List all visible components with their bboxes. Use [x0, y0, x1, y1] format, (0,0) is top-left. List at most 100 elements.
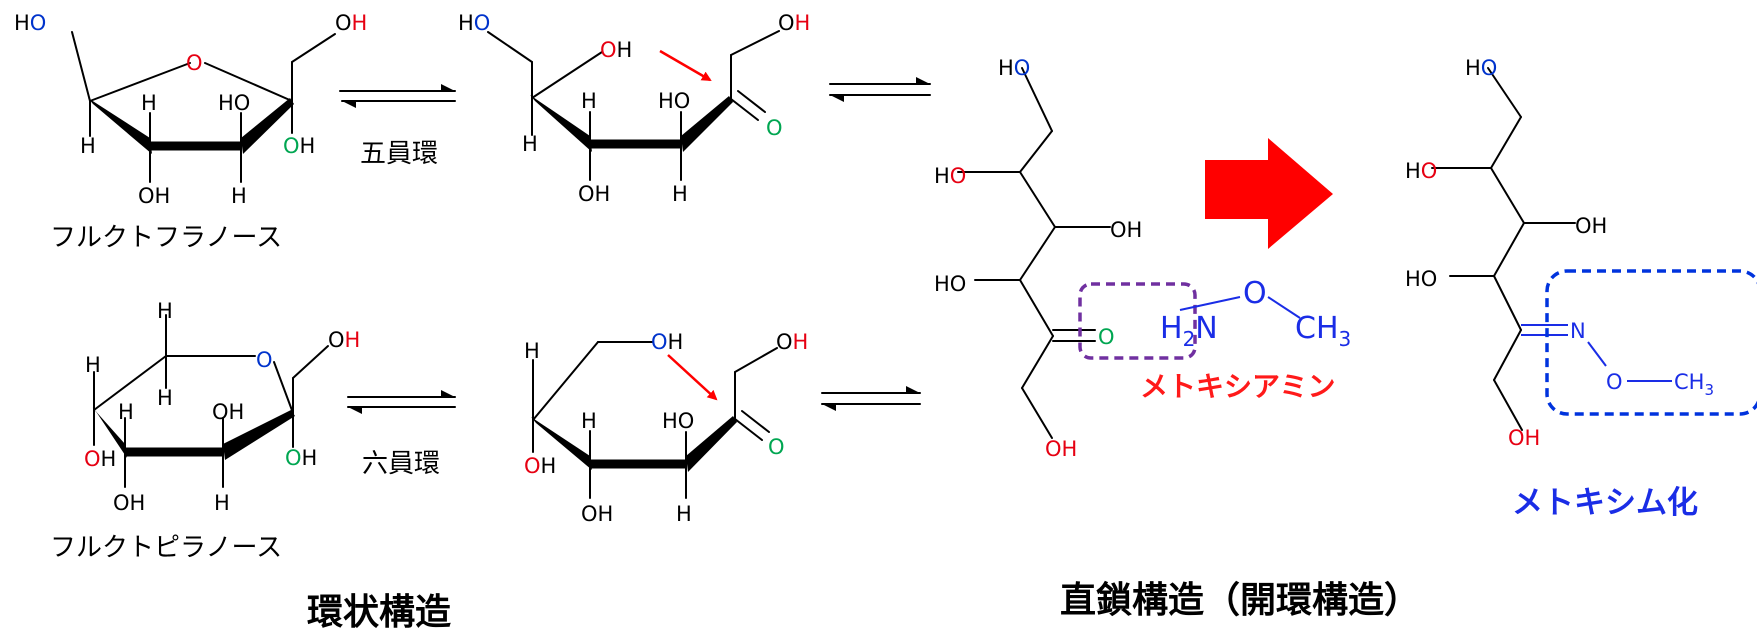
atom-label: H — [581, 89, 597, 113]
reagent-name-label: メトキシアミン — [1140, 370, 1335, 403]
atom-label: O — [30, 11, 47, 35]
atom-label: O — [600, 38, 617, 62]
atom-label: H — [157, 386, 173, 410]
equilibrium-arrow — [829, 77, 931, 102]
atom-label: H — [300, 134, 316, 158]
atom-label: OH — [578, 182, 610, 206]
atom-label: H — [101, 447, 117, 471]
ring-oxygen: O — [186, 51, 203, 75]
reagent-h: H — [1160, 311, 1183, 346]
reagent-subscript: 2 — [1183, 327, 1196, 351]
svg-text:OH: OH — [778, 11, 810, 35]
atom-label: H — [795, 11, 811, 35]
atom-label: H — [581, 409, 597, 433]
linear-fructose-structure: HO HO OH HO O OH — [934, 56, 1142, 461]
atom-label: H — [934, 164, 950, 188]
cyclic-structure-caption: 環状構造 — [307, 592, 451, 633]
atom-label: H — [672, 182, 688, 206]
atom-label: OH — [1110, 218, 1142, 242]
svg-text:OH: OH — [776, 330, 808, 354]
svg-text:CH3: CH3 — [1674, 370, 1714, 399]
carbonyl-oxygen: O — [766, 116, 783, 140]
atom-label: HO — [1405, 267, 1437, 291]
pyranose-label: フルクトピラノース — [50, 533, 282, 563]
atom-label: H — [118, 400, 134, 424]
atom-label: H — [14, 11, 30, 35]
six-ring-label: 六員環 — [362, 449, 440, 479]
open-chain-from-pyranose: H OH OH H HO OH O OH H — [524, 330, 808, 526]
svg-text:OH: OH — [335, 11, 367, 35]
atom-label: O — [1481, 56, 1498, 80]
atom-label: O — [328, 328, 345, 352]
five-ring-label: 五員環 — [360, 139, 438, 169]
methyl-ch: CH — [1674, 370, 1704, 394]
oxime-nitrogen: N — [1570, 319, 1586, 343]
svg-text:HO: HO — [934, 164, 966, 188]
methoxime-highlight-box — [1545, 269, 1757, 416]
atom-label: H — [157, 299, 173, 323]
atom-label: HO — [662, 409, 694, 433]
atom-label: H — [524, 339, 540, 363]
svg-text:OH: OH — [285, 446, 317, 470]
atom-label: O — [950, 164, 967, 188]
reagent-n: N — [1195, 311, 1217, 346]
svg-text:HO: HO — [458, 11, 490, 35]
atom-label: O — [285, 446, 302, 470]
atom-label: H — [302, 446, 318, 470]
atom-label: O — [84, 447, 101, 471]
reagent-subscript: 3 — [1339, 327, 1352, 351]
furanose-label: フルクトフラノース — [50, 223, 282, 253]
carbonyl-oxygen: O — [768, 435, 785, 459]
svg-text:OH: OH — [283, 134, 315, 158]
atom-label: H — [1465, 56, 1481, 80]
atom-label: O — [778, 11, 795, 35]
svg-text:HO: HO — [998, 56, 1030, 80]
atom-label: H — [541, 454, 557, 478]
atom-label: H — [458, 11, 474, 35]
reagent-ch: CH — [1295, 311, 1339, 346]
atom-label: H — [80, 134, 96, 158]
equilibrium-arrow — [347, 390, 456, 414]
atom-label: H — [793, 330, 809, 354]
atom-label: HO — [658, 89, 690, 113]
linear-structure-caption: 直鎖構造（開環構造） — [1060, 580, 1420, 621]
atom-label: O — [651, 330, 668, 354]
svg-text:OH: OH — [600, 38, 632, 62]
reaction-name-label: メトキシム化 — [1512, 485, 1698, 521]
atom-label: HO — [934, 272, 966, 296]
fructofuranose-structure: HO OH O H HO H OH OH H — [14, 11, 367, 208]
atom-label: H — [1405, 159, 1421, 183]
svg-text:HO: HO — [14, 11, 46, 35]
atom-label: H — [214, 491, 230, 515]
atom-label: OH — [138, 184, 170, 208]
equilibrium-arrow — [339, 84, 456, 108]
atom-label: O — [524, 454, 541, 478]
atom-label: H — [998, 56, 1014, 80]
atom-label: OH — [1045, 437, 1077, 461]
svg-text:HO: HO — [1465, 56, 1497, 80]
atom-label: H — [85, 353, 101, 377]
atom-label: H — [231, 184, 247, 208]
atom-label: O — [776, 330, 793, 354]
svg-text:OH: OH — [524, 454, 556, 478]
atom-label: OH — [1508, 426, 1540, 450]
equilibrium-arrow — [821, 386, 921, 411]
atom-label: OH — [113, 491, 145, 515]
svg-text:H2N: H2N — [1160, 311, 1218, 351]
methoxyamine-reagent: H2N O CH3 — [1160, 276, 1351, 351]
oxime-oxygen: O — [1606, 370, 1623, 394]
methyl-subscript: 3 — [1704, 381, 1714, 399]
atom-label: OH — [212, 400, 244, 424]
atom-label: H — [676, 502, 692, 526]
atom-label: O — [283, 134, 300, 158]
atom-label: HO — [218, 91, 250, 115]
carbonyl-highlight-box — [1078, 282, 1197, 360]
atom-label: H — [522, 132, 538, 156]
atom-label: O — [1014, 56, 1031, 80]
atom-label: H — [352, 11, 368, 35]
svg-text:OH: OH — [84, 447, 116, 471]
atom-label: H — [141, 91, 157, 115]
atom-label: H — [668, 330, 684, 354]
methoxime-product-structure: HO HO OH HO N O CH3 OH — [1405, 56, 1714, 450]
